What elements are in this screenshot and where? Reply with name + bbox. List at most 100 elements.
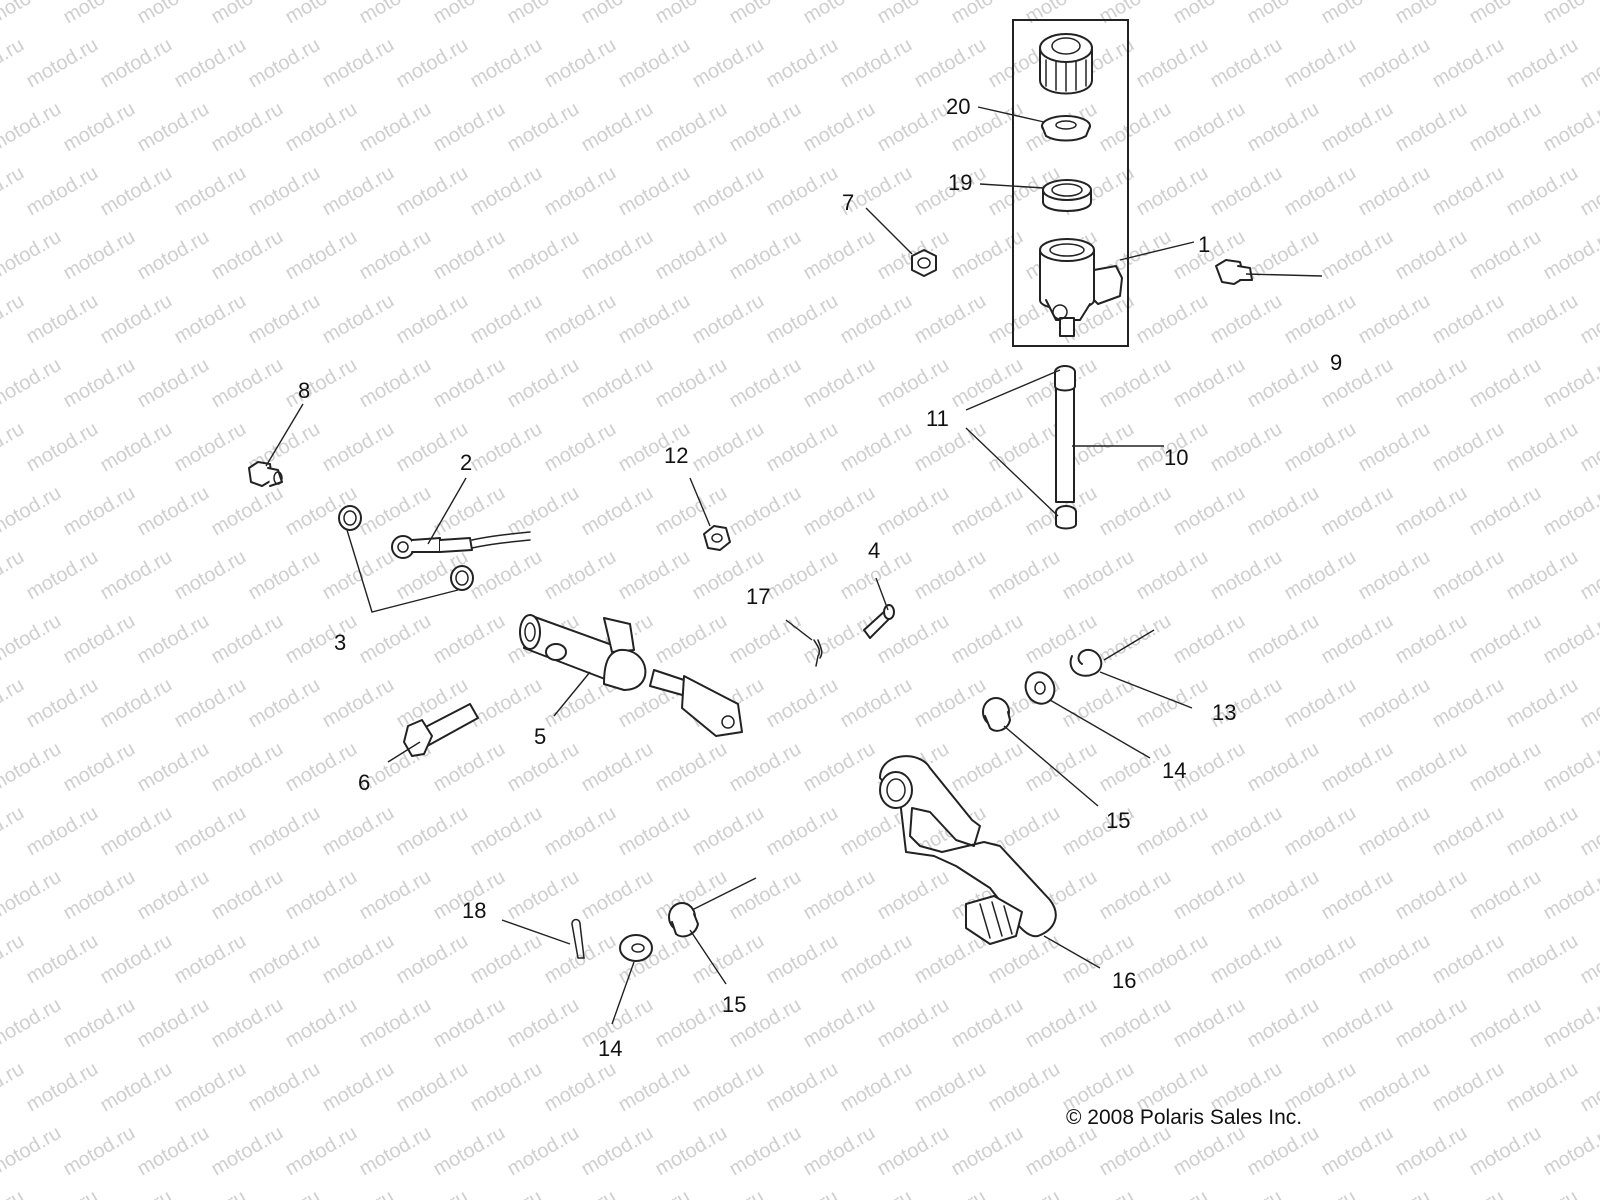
watermark-text: motod.ru (208, 354, 287, 413)
reservoir-cap (1039, 33, 1093, 95)
watermark-text: motod.ru (393, 1058, 472, 1117)
watermark-text: motod.ru (874, 482, 953, 541)
watermark-text: motod.ru (0, 994, 65, 1053)
watermark-text: motod.ru (430, 994, 509, 1053)
watermark-text: motod.ru (874, 1122, 953, 1181)
watermark-text: motod.ru (652, 738, 731, 797)
washer-14a (1024, 671, 1056, 705)
watermark-text: motod.ru (23, 1186, 102, 1200)
callout-13: 13 (1212, 700, 1236, 725)
watermark-text: motod.ru (0, 1058, 28, 1117)
watermark-text: motod.ru (319, 674, 398, 733)
watermark-text: motod.ru (1096, 0, 1175, 28)
watermark-text: motod.ru (23, 546, 102, 605)
watermark-text: motod.ru (578, 866, 657, 925)
watermark-text: motod.ru (1207, 802, 1286, 861)
watermark-text: motod.ru (948, 610, 1027, 669)
watermark-text: motod.ru (948, 482, 1027, 541)
watermark-text: motod.ru (245, 34, 324, 93)
watermark-text: motod.ru (689, 1186, 768, 1200)
watermark-text: motod.ru (541, 1058, 620, 1117)
watermark-text: motod.ru (837, 34, 916, 93)
watermark-text: motod.ru (171, 34, 250, 93)
watermark-text: motod.ru (1466, 866, 1545, 925)
watermark-text: motod.ru (467, 930, 546, 989)
watermark-text: motod.ru (1429, 162, 1508, 221)
watermark-text: motod.ru (393, 1186, 472, 1200)
watermark-text: motod.ru (1022, 994, 1101, 1053)
watermark-text: motod.ru (1207, 546, 1286, 605)
watermark-text: motod.ru (356, 482, 435, 541)
watermark-text: motod.ru (615, 546, 694, 605)
watermark-text: motod.ru (1540, 354, 1600, 413)
watermark-text: motod.ru (171, 290, 250, 349)
watermark-text: motod.ru (541, 546, 620, 605)
watermark-text: motod.ru (763, 546, 842, 605)
watermark-text: motod.ru (1503, 1058, 1582, 1117)
watermark-text: motod.ru (652, 0, 731, 28)
watermark-text: motod.ru (985, 418, 1064, 477)
watermark-text: motod.ru (60, 610, 139, 669)
watermark-text: motod.ru (171, 1058, 250, 1117)
watermark-text: motod.ru (467, 162, 546, 221)
callout-18: 18 (462, 898, 486, 923)
watermark-text: motod.ru (1133, 290, 1212, 349)
watermark-text: motod.ru (689, 930, 768, 989)
watermark-text: motod.ru (467, 802, 546, 861)
watermark-text: motod.ru (1429, 1058, 1508, 1117)
watermark-text: motod.ru (1244, 482, 1323, 541)
watermark-text: motod.ru (1503, 546, 1582, 605)
master-cylinder-body (1039, 238, 1123, 337)
watermark-text: motod.ru (763, 674, 842, 733)
callout-19: 19 (948, 170, 972, 195)
watermark-text: motod.ru (1577, 546, 1600, 605)
watermark-text: motod.ru (319, 1058, 398, 1117)
watermark-text: motod.ru (1281, 418, 1360, 477)
watermark-text: motod.ru (134, 354, 213, 413)
watermark-text: motod.ru (319, 930, 398, 989)
watermark-text: motod.ru (1281, 802, 1360, 861)
watermark-text: motod.ru (689, 162, 768, 221)
watermark-text: motod.ru (393, 930, 472, 989)
watermark-text: motod.ru (948, 738, 1027, 797)
watermark-text: motod.ru (874, 354, 953, 413)
watermark-text: motod.ru (0, 226, 65, 285)
watermark-text: motod.ru (319, 1186, 398, 1200)
watermark-text: motod.ru (319, 418, 398, 477)
watermark-text: motod.ru (1540, 0, 1600, 28)
watermark-text: motod.ru (504, 0, 583, 28)
watermark-text: motod.ru (282, 994, 361, 1053)
watermark-text: motod.ru (1096, 98, 1175, 157)
watermark-text: motod.ru (800, 226, 879, 285)
watermark-text: motod.ru (1503, 802, 1582, 861)
watermark-text: motod.ru (1096, 354, 1175, 413)
watermark-text: motod.ru (1429, 930, 1508, 989)
watermark-text: motod.ru (467, 290, 546, 349)
callout-2: 2 (460, 450, 472, 475)
callouts: 1 2 3 4 5 6 7 8 9 10 11 12 13 14 14 15 1… (298, 94, 1342, 1061)
watermark-text: motod.ru (1503, 930, 1582, 989)
watermark-text: motod.ru (1540, 994, 1600, 1053)
watermark-text: motod.ru (1133, 930, 1212, 989)
watermark-text: motod.ru (282, 0, 361, 28)
callout-16: 16 (1112, 968, 1136, 993)
watermark-text: motod.ru (1392, 98, 1471, 157)
watermark-text: motod.ru (97, 546, 176, 605)
watermark-text: motod.ru (134, 610, 213, 669)
watermark-text: motod.ru (837, 290, 916, 349)
watermark-text: motod.ru (726, 0, 805, 28)
push-rod (1054, 365, 1077, 530)
watermark-text: motod.ru (1429, 674, 1508, 733)
watermark-text: motod.ru (1429, 34, 1508, 93)
watermark-text: motod.ru (0, 354, 65, 413)
watermark-text: motod.ru (1318, 1122, 1397, 1181)
watermark-text: motod.ru (282, 610, 361, 669)
watermark-text: motod.ru (60, 866, 139, 925)
watermark-text: motod.ru (0, 290, 28, 349)
washer-14b (619, 934, 653, 962)
watermark-text: motod.ru (1540, 98, 1600, 157)
watermark-text: motod.ru (1429, 546, 1508, 605)
washer-3a (338, 505, 362, 531)
watermark-text: motod.ru (23, 930, 102, 989)
